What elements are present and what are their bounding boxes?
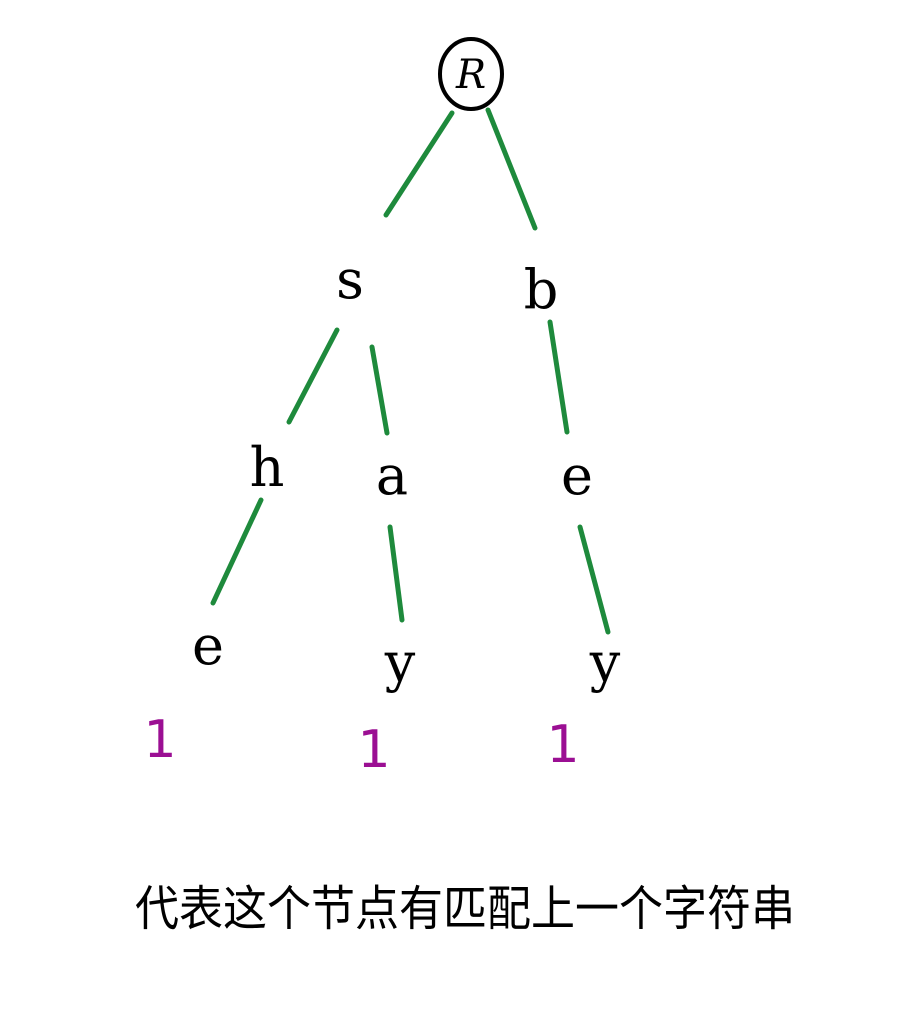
node-b: b [524,258,559,321]
node-e-under-h: e [192,614,224,677]
count-she: 1 [143,710,176,770]
count-say: 1 [357,720,390,780]
caption: 代表这个节点有匹配上一个字符串 [135,881,795,937]
node-y-under-e: y [589,631,621,694]
node-y-under-a: y [384,631,416,694]
count-bey: 1 [546,715,579,775]
edge-root-s [383,110,455,218]
edge-a-y [387,524,405,623]
root-node: R [438,37,504,111]
edges [210,107,611,635]
node-h: h [250,436,285,499]
edge-s-a [369,344,390,436]
edge-h-e [210,497,264,606]
node-e-under-b: e [561,444,593,507]
edge-s-h [286,327,340,425]
root-label: R [455,52,486,98]
root-ring [438,37,504,111]
edge-e-y [577,524,611,635]
edge-root-b [485,107,538,231]
edge-b-e [547,319,570,435]
node-s: s [336,248,364,311]
node-a: a [376,444,408,507]
